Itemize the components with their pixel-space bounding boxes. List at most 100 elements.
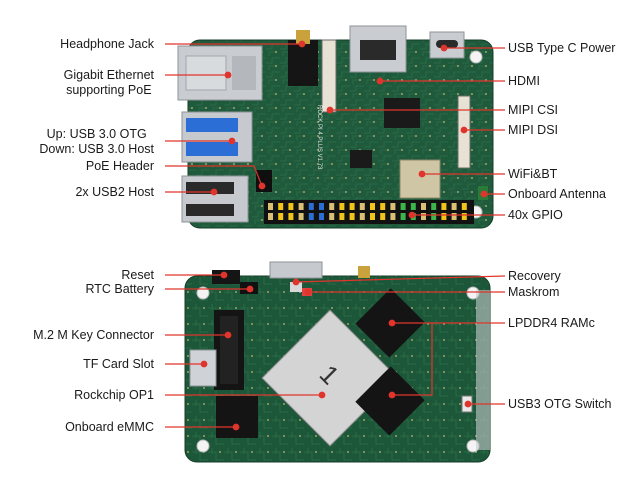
label-usb3-otg-switch: USB3 OTG Switch	[508, 397, 612, 411]
gpio-pin	[380, 213, 386, 220]
ram-chip-2	[355, 366, 425, 436]
label-wifi-bt: WiFi&BT	[508, 167, 558, 181]
leader-poe-header	[165, 165, 263, 187]
gpio-pin	[390, 203, 396, 210]
label-gigabit-ethernet: Gigabit Ethernet supporting PoE	[64, 68, 154, 98]
gpio-pin	[441, 213, 447, 220]
leader-lpddr4-b-dot	[388, 319, 396, 327]
leader-usb3-otg-dot	[464, 400, 472, 408]
leader-reset-dot	[220, 271, 228, 279]
gpio-pin	[339, 203, 345, 210]
leader-tf-card-dot	[200, 360, 208, 368]
headphone-jack-part	[288, 30, 318, 86]
audio-edge	[358, 266, 370, 278]
label-usb30: Up: USB 3.0 OTG Down: USB 3.0 Host	[39, 127, 154, 157]
gpio-pin	[431, 203, 437, 210]
leader-rtc-battery-dot	[246, 285, 254, 293]
gpio-pin	[441, 203, 447, 210]
usb3-port	[181, 111, 253, 163]
wifi-module	[399, 159, 441, 199]
gpio-pin	[359, 213, 365, 220]
leader-headphone-jack-dot	[298, 40, 306, 48]
label-mipi-dsi: MIPI DSI	[508, 123, 559, 137]
label-maskrom: Maskrom	[508, 285, 560, 299]
gpio-pin	[308, 213, 314, 220]
label-poe-header: PoE Header	[85, 159, 154, 173]
gpio-pin	[308, 203, 314, 210]
gpio-pin	[349, 203, 355, 210]
mount-hole	[469, 50, 483, 64]
top-ic-small	[350, 150, 372, 168]
gpio-pin	[451, 213, 457, 220]
label-usb-type-c: USB Type C Power	[508, 41, 616, 55]
label-usb30-line1: Up: USB 3.0 OTG	[46, 127, 147, 141]
leader-lines	[165, 40, 506, 431]
leader-poe-header-dot	[258, 182, 266, 190]
usb2-port	[181, 175, 249, 223]
label-rtc-battery: RTC Battery	[85, 282, 154, 296]
gpio-pin	[400, 213, 406, 220]
gpio-pin	[349, 213, 355, 220]
gpio-pin	[268, 213, 273, 220]
gpio-pin	[410, 203, 416, 210]
label-gigabit-ethernet-line1: Gigabit Ethernet	[63, 68, 154, 82]
label-lpddr4: LPDDR4 RAMc	[508, 316, 595, 330]
gpio-pin	[329, 213, 335, 220]
hdmi-port	[349, 25, 407, 73]
leader-usb30-dot	[228, 137, 236, 145]
leader-mipi-dsi-dot	[460, 126, 468, 134]
label-tf-card-slot: TF Card Slot	[83, 357, 154, 371]
leader-lpddr4	[392, 322, 505, 396]
gpio-pin	[370, 203, 375, 210]
leader-hdmi-dot	[376, 77, 384, 85]
mount-hole	[196, 439, 210, 453]
soc-chip: 1	[261, 309, 399, 447]
ethernet-jack	[177, 45, 263, 101]
top-board: ROCK PI 4 PLUS V1.73	[177, 25, 494, 229]
csi-connector	[321, 39, 337, 113]
gpio-pin	[461, 203, 467, 210]
gpio-pin	[359, 203, 365, 210]
label-usb2-host: 2x USB2 Host	[75, 185, 154, 199]
gpio-pin	[421, 203, 426, 210]
label-usb30-line2: Down: USB 3.0 Host	[39, 142, 154, 156]
leader-usb2-dot	[210, 188, 218, 196]
label-onboard-antenna: Onboard Antenna	[508, 187, 606, 201]
gpio-pin	[461, 213, 467, 220]
tf-slot	[189, 349, 217, 387]
label-recovery: Recovery	[508, 269, 561, 283]
gpio-pin	[451, 203, 457, 210]
emmc-chip	[216, 396, 258, 438]
label-mipi-csi: MIPI CSI	[508, 103, 559, 117]
gpio-pin	[319, 203, 324, 210]
gpio-pin	[319, 213, 324, 220]
gpio-pin	[339, 213, 345, 220]
label-rockchip: Rockchip OP1	[74, 388, 154, 402]
leader-recovery-dot	[292, 278, 300, 286]
gpio-pin	[298, 213, 304, 220]
gpio-pin	[278, 213, 284, 220]
gpio-pin	[380, 203, 386, 210]
gpio-pin	[431, 213, 437, 220]
leader-m2-dot	[224, 331, 232, 339]
leader-maskrom-dot	[304, 288, 312, 296]
gpio-pin	[370, 213, 375, 220]
gpio-header	[264, 200, 474, 224]
label-m2-connector: M.2 M Key Connector	[33, 328, 154, 342]
mount-hole	[196, 286, 210, 300]
gpio-pin	[278, 203, 284, 210]
leader-usb-type-c-dot	[440, 44, 448, 52]
gpio-pin	[421, 213, 426, 220]
leader-wifi-bt-dot	[418, 170, 426, 178]
gpio-pin	[288, 203, 294, 210]
gpio-pin	[288, 213, 294, 220]
label-headphone-jack: Headphone Jack	[60, 37, 154, 51]
leader-mipi-csi-dot	[326, 106, 334, 114]
leader-ethernet-dot	[224, 71, 232, 79]
gpio-pin	[298, 203, 304, 210]
label-onboard-emmc: Onboard eMMC	[65, 420, 154, 434]
usbc-port	[429, 31, 465, 59]
label-gigabit-ethernet-line2: supporting PoE	[66, 83, 152, 97]
